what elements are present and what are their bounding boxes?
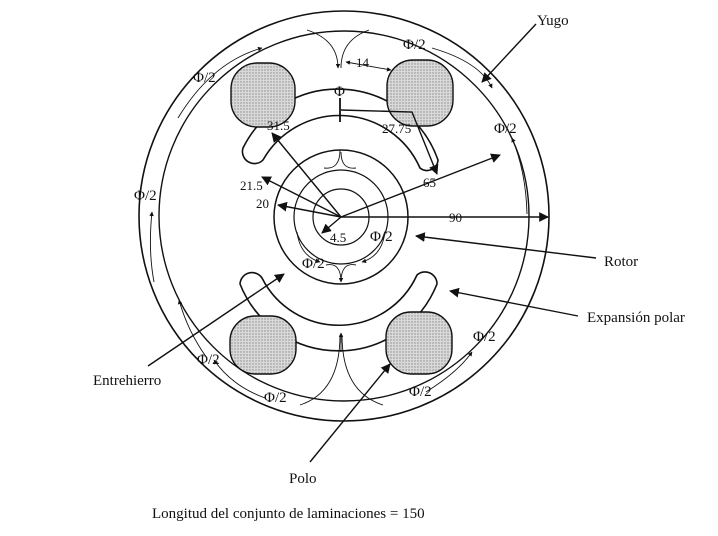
flux-yoke-bottom-right [425, 351, 473, 393]
yoke-leader [481, 23, 537, 83]
flux-half-top-left: Φ/2 [193, 70, 216, 86]
flux-rotor-top-r [340, 151, 357, 169]
flux-half-bottom-center-left: Φ/2 [264, 390, 287, 406]
air-gap-leader [147, 273, 285, 367]
flux-yoke-bottom-left [213, 359, 266, 399]
coil-bottom-right [385, 311, 453, 375]
flux-half-bottom-right: Φ/2 [473, 329, 496, 345]
dim-90-label: 90 [449, 210, 462, 225]
dim-31-5-line [271, 132, 342, 218]
caption: Longitud del conjunto de laminaciones = … [152, 506, 425, 522]
flux-bottom-right-curve [341, 334, 384, 406]
flux-rotor-arc-right [361, 231, 386, 263]
flux-half-rotor-left: Φ/2 [302, 256, 325, 272]
flux-half-right: Φ/2 [494, 121, 517, 137]
flux-half-bottom-left: Φ/2 [197, 352, 220, 368]
pole-label: Polo [289, 471, 317, 487]
coil-top-right [386, 59, 454, 127]
flux-rotor-bottom-r [340, 264, 357, 283]
dim-21-5-line [261, 176, 342, 218]
flux-rotor-bottom [325, 264, 344, 283]
dim-21-5-label: 21.5 [240, 178, 263, 193]
yoke-label: Yugo [537, 13, 569, 29]
dim-14-label: 14 [356, 55, 370, 70]
flux-yoke-right [511, 137, 528, 215]
pole-shoe-label: Expansión polar [587, 310, 685, 326]
flux-yoke-top-left [177, 46, 263, 119]
dim-27-75-line [340, 109, 439, 175]
flux-rotor-arc-left [296, 231, 321, 263]
dim-31-5-label: 31.5 [267, 118, 290, 133]
dim-4-5-label: 4.5 [330, 230, 346, 245]
dim-20-line [277, 201, 342, 218]
flux-yoke-lower-left [177, 299, 208, 359]
flux-top-left-curve [306, 29, 341, 69]
pole-shoe-leader [449, 287, 579, 317]
dim-65-label: 65 [423, 175, 436, 190]
flux-half-left: Φ/2 [134, 188, 157, 204]
dim-65-line [340, 153, 501, 218]
pole-shoe-bottom [239, 271, 438, 352]
flux-yoke-left [149, 211, 155, 283]
flux-rotor-top [323, 149, 341, 169]
coil-top-left [230, 62, 296, 128]
flux-half-bottom-center-right: Φ/2 [409, 384, 432, 400]
flux-half-rotor-right: Φ/2 [370, 229, 393, 245]
flux-phi-label: Φ [334, 84, 345, 100]
dim-20-label: 20 [256, 196, 269, 211]
dim-27-75-label: 27.75 [382, 121, 411, 136]
flux-yoke-top-right [431, 47, 493, 89]
yoke-inner-circle [158, 30, 530, 402]
dim-4-5-line [321, 216, 342, 234]
dim-14-line [345, 60, 392, 72]
rotor-leader [415, 232, 597, 259]
flux-half-top-right: Φ/2 [403, 37, 426, 53]
rotor-label: Rotor [604, 254, 638, 270]
coil-bottom-left [229, 315, 297, 375]
air-gap-label: Entrehierro [93, 373, 161, 389]
pole-leader [309, 363, 391, 463]
flux-bottom-left-curve [299, 334, 341, 406]
pole-shoe-top [241, 88, 439, 172]
flux-top-right-curve [340, 29, 370, 69]
